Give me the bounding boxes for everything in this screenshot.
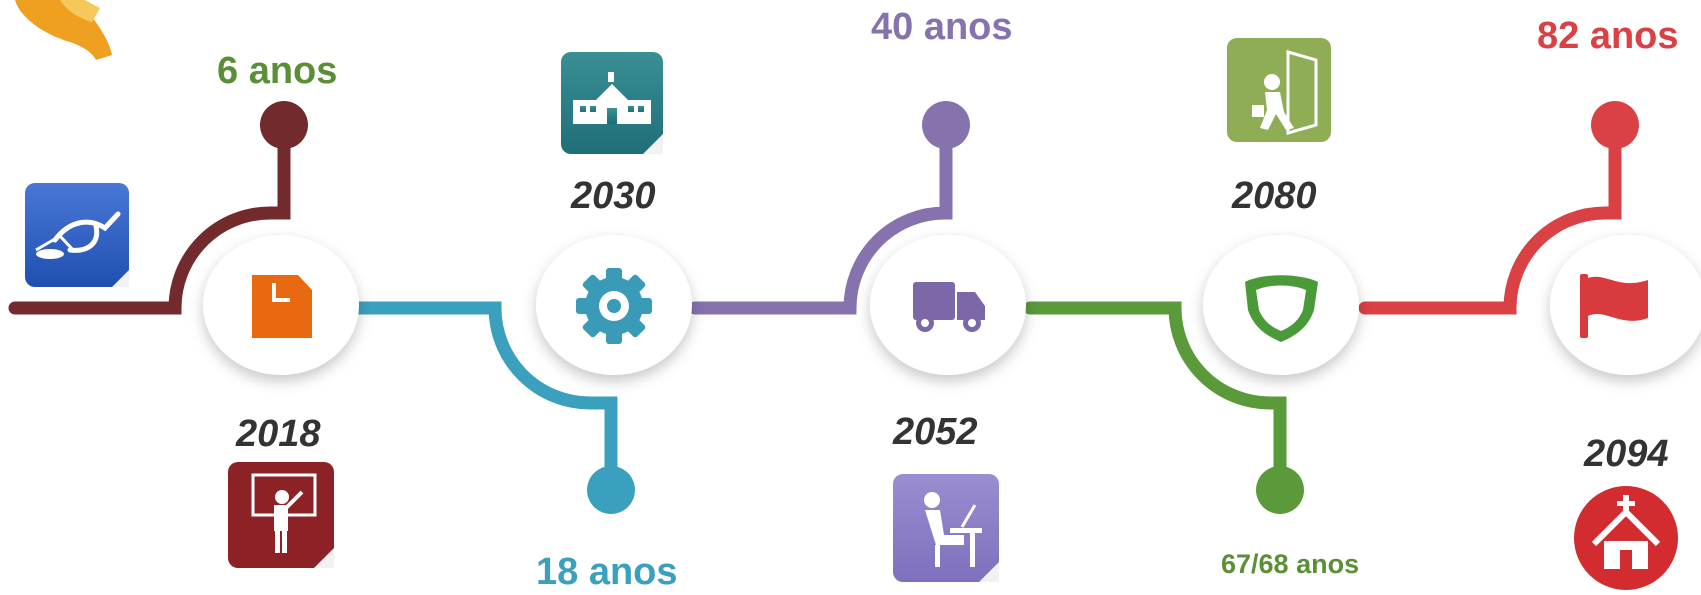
gear-icon: [576, 268, 652, 344]
endpoint-dot-stage1: [260, 101, 308, 149]
endpoint-dot-stage2: [587, 466, 635, 514]
endpoint-dot-stage5: [1591, 101, 1639, 149]
timeline-node-1: [203, 235, 359, 375]
timeline-node-4: [1203, 235, 1359, 375]
year-label-2080: 2080: [1232, 175, 1317, 217]
logo-fragment: [15, 0, 112, 60]
timeline-connectors: [8, 120, 1622, 497]
age-label-40: 40 anos: [871, 6, 1013, 48]
connector-stage5: [1358, 120, 1622, 315]
church-icon: [1574, 486, 1678, 590]
age-label-67-68: 67/68 anos: [1221, 549, 1360, 579]
school-building-icon: [561, 52, 663, 154]
connector-stage4: [1023, 301, 1287, 497]
age-label-18: 18 anos: [536, 551, 678, 593]
exit-door-icon: [1227, 38, 1331, 142]
truck-icon: [913, 282, 985, 332]
age-label-6: 6 anos: [217, 50, 338, 92]
office-worker-icon: [893, 474, 999, 582]
endpoint-dot-stage3: [922, 101, 970, 149]
year-label-2030: 2030: [571, 175, 656, 217]
year-label-2018: 2018: [236, 413, 321, 455]
timeline-node-5: [1550, 235, 1701, 375]
connector-stage2: [353, 301, 618, 497]
year-label-2052: 2052: [893, 411, 978, 453]
age-label-82: 82 anos: [1537, 15, 1679, 57]
connector-stage3: [688, 120, 953, 315]
shield-icon: [1245, 275, 1318, 342]
year-label-2094: 2094: [1584, 433, 1669, 475]
stork-icon: [25, 183, 129, 287]
timeline-node-2: [536, 235, 692, 375]
connector-stage1: [8, 120, 291, 315]
flag-icon: [1580, 274, 1648, 338]
timeline-node-3: [870, 235, 1026, 375]
endpoint-dot-stage4: [1256, 466, 1304, 514]
document-icon: [252, 275, 312, 338]
teacher-blackboard-icon: [228, 462, 334, 568]
